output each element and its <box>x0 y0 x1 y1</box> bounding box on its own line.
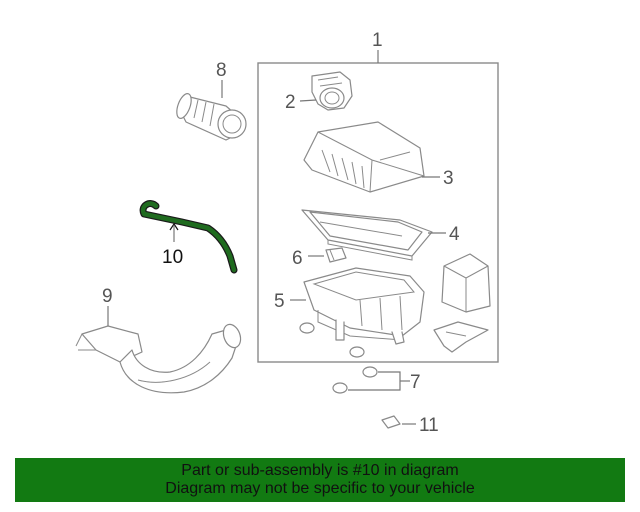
callout-1: 1 <box>372 30 383 51</box>
grommet-left <box>299 322 315 334</box>
part-6-clip[interactable] <box>325 247 347 263</box>
part-10-hose-highlighted[interactable] <box>139 200 238 274</box>
part-7-grommets[interactable] <box>332 366 410 394</box>
bracket-right <box>433 321 489 353</box>
intake-duct-right <box>441 253 491 313</box>
part-9-lower-duct[interactable] <box>75 322 244 394</box>
banner-line-2: Diagram may not be specific to your vehi… <box>165 480 475 497</box>
callout-6: 6 <box>292 248 303 269</box>
callout-5: 5 <box>274 291 285 312</box>
callout-7: 7 <box>410 372 421 393</box>
callout-9: 9 <box>102 286 113 307</box>
grommet-center <box>349 346 365 358</box>
callout-8: 8 <box>216 60 227 81</box>
parts-diagram: 1 2 3 4 6 5 <box>75 30 499 436</box>
callout-11: 11 <box>419 415 439 436</box>
part-5-cleaner-case[interactable] <box>303 267 425 345</box>
callout-10: 10 <box>162 247 183 268</box>
part-4-filter-element[interactable] <box>301 209 433 261</box>
part-11-clip[interactable] <box>381 415 401 429</box>
part-3-cleaner-cover[interactable] <box>303 121 425 193</box>
callout-2: 2 <box>285 92 296 113</box>
part-2-airflow-sensor[interactable] <box>311 71 353 111</box>
callout-3: 3 <box>443 168 454 189</box>
part-8-inlet-hose[interactable] <box>174 92 247 141</box>
banner-line-1: Part or sub-assembly is #10 in diagram <box>181 462 459 479</box>
callout-4: 4 <box>449 224 460 245</box>
assembly-box-1 <box>257 50 499 363</box>
info-banner: Part or sub-assembly is #10 in diagram D… <box>15 458 625 502</box>
